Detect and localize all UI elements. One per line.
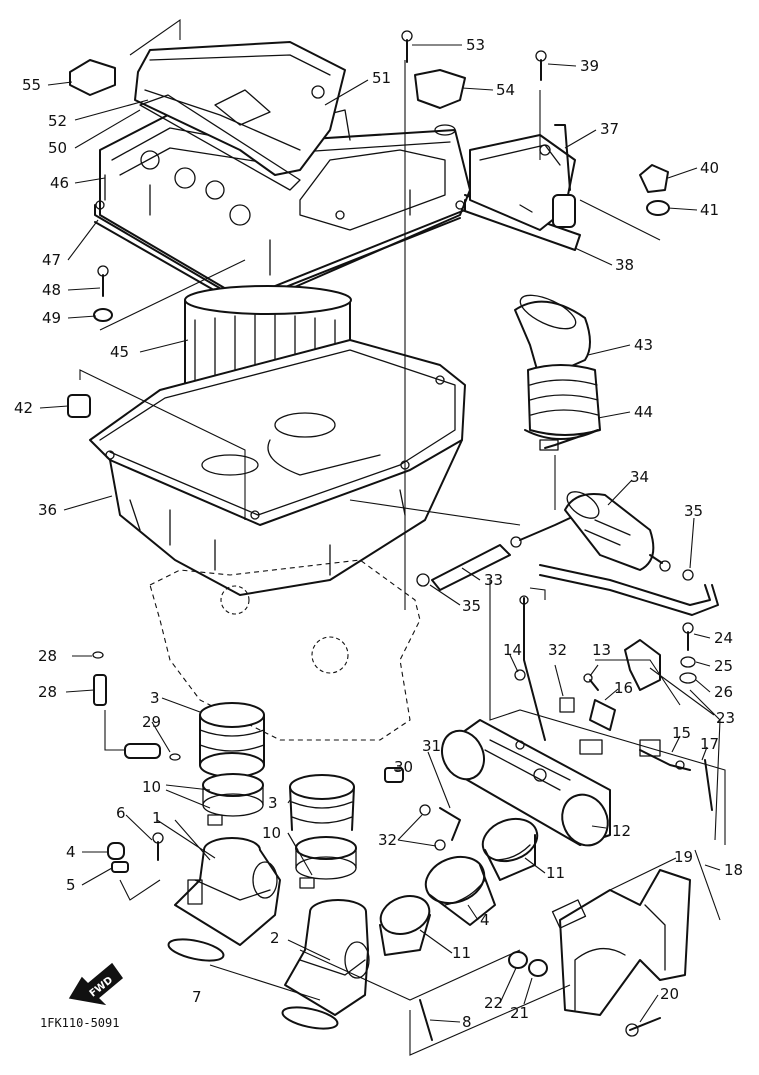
carburetor-joint-1	[174, 837, 281, 946]
callout-35b: 35	[462, 597, 481, 615]
callout-25: 21	[510, 1004, 529, 1022]
callout-15: 15	[672, 724, 691, 742]
gasket-50	[139, 94, 301, 191]
callout-53: 53	[466, 36, 485, 54]
intake-funnel	[514, 294, 601, 451]
callout-28b: 29	[142, 713, 161, 731]
air-filter-case-lower	[89, 339, 466, 596]
breather-hose-short	[431, 544, 511, 591]
callout-27: 28	[38, 683, 57, 701]
callout-51: 51	[372, 69, 391, 87]
joint-4	[424, 855, 496, 926]
callout-1: 1	[152, 809, 162, 827]
guide-lines	[79, 18, 726, 1056]
carburetor-joint-upper	[199, 702, 265, 778]
callout-22: 24	[714, 629, 733, 647]
joint-clamp-10a	[202, 773, 264, 826]
callout-44: 44	[634, 403, 653, 421]
callout-13: 13	[592, 641, 611, 659]
callout-47: 47	[42, 251, 61, 269]
holder-18	[551, 869, 691, 1016]
callout-33: 34	[630, 468, 649, 486]
diagram-code: 1FK110-5091	[40, 1016, 119, 1030]
engine-outline	[149, 559, 421, 741]
callout-14: 14	[503, 641, 522, 659]
callout-32-text: 32	[548, 641, 567, 659]
breather-hose-long-inner	[539, 574, 719, 616]
air-filter-case-cover	[94, 109, 471, 301]
callout-3b: 3	[268, 794, 278, 812]
callout-43: 43	[634, 336, 653, 354]
callout-19: 19	[674, 848, 693, 866]
callout-55: 55	[22, 76, 41, 94]
callout-23: 25	[714, 657, 733, 675]
callout-41: 41	[700, 201, 719, 219]
callout-26: 22	[484, 994, 503, 1012]
callout-20: 20	[660, 985, 679, 1003]
callout-6: 5	[66, 876, 76, 894]
callout-50: 50	[48, 139, 67, 157]
callout-38: 38	[615, 256, 634, 274]
callout-numbers: 55 52 50 46 47 48 49 45 42 36 53 54 51 3…	[14, 36, 743, 1031]
callout-5: 4	[66, 843, 76, 861]
callout-54: 54	[496, 81, 515, 99]
callout-8: 6	[116, 804, 126, 822]
intake-duct	[134, 41, 346, 176]
callout-11b: 11	[546, 864, 565, 882]
callout-49: 49	[42, 309, 61, 327]
leader-lines	[39, 44, 721, 1023]
small-hardware	[67, 30, 713, 1041]
tank-bracket	[434, 124, 576, 231]
callout-52: 52	[48, 112, 67, 130]
callout-3a: 3	[150, 689, 160, 707]
callout-7: 7	[192, 988, 202, 1006]
callout-4-text: 4	[480, 911, 490, 929]
callout-37: 37	[600, 120, 619, 138]
callout-9: 8	[462, 1013, 472, 1031]
callout-45: 45	[110, 343, 129, 361]
callout-17: 17	[700, 735, 719, 753]
callout-28a: 28	[38, 647, 57, 665]
callout-10a: 10	[142, 778, 161, 796]
sub-tank	[510, 491, 671, 572]
breather-hose-long	[539, 564, 711, 606]
callout-34: 33	[484, 571, 503, 589]
callout-36: 36	[38, 501, 57, 519]
callout-46: 46	[50, 174, 69, 192]
callout-10b: 10	[262, 824, 281, 842]
callout-30: 31	[422, 737, 441, 755]
gasket-7b	[281, 1006, 339, 1030]
callout-12: 12	[612, 822, 631, 840]
callout-48: 48	[42, 281, 61, 299]
joint-11a	[481, 817, 539, 881]
callout-39: 39	[580, 57, 599, 75]
gasket-7a	[167, 938, 225, 962]
callout-40: 40	[700, 159, 719, 177]
callout-21: 23	[716, 709, 735, 727]
forward-arrow: FWD	[68, 962, 124, 1006]
callout-31: 32	[378, 831, 397, 849]
carburetor-joint-2	[284, 899, 370, 1016]
callout-42: 42	[14, 399, 33, 417]
callout-16: 16	[614, 679, 633, 697]
callout-29: 30	[394, 758, 413, 776]
callout-18: 18	[724, 861, 743, 879]
callout-2: 2	[270, 929, 280, 947]
joint-11b	[379, 895, 431, 956]
carburetor-joint-lower	[289, 774, 355, 831]
callout-35a: 35	[684, 502, 703, 520]
callout-24: 26	[714, 683, 733, 701]
air-vent-12	[441, 719, 611, 847]
callout-11a: 11	[452, 944, 471, 962]
